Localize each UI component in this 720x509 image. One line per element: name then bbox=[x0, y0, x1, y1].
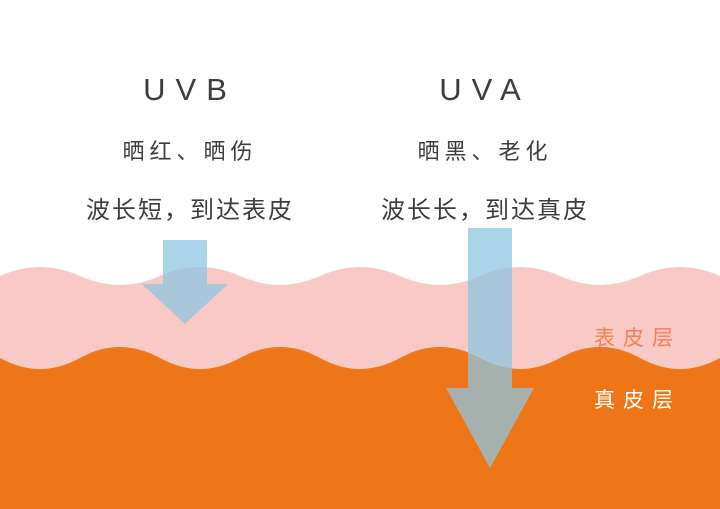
dermis-layer-shape bbox=[0, 347, 720, 509]
epidermis-label: 表皮层 bbox=[594, 327, 681, 350]
uva-column: UVA 晒黑、老化 波长长，到达真皮 bbox=[335, 72, 635, 225]
uvb-down-arrow-icon bbox=[142, 240, 228, 324]
uvb-title: UVB bbox=[143, 72, 237, 107]
uva-effects-text: 晒黑、老化 bbox=[417, 139, 553, 164]
uvb-wavelength-text: 波长短，到达表皮 bbox=[86, 197, 294, 224]
uva-wavelength-text: 波长长，到达真皮 bbox=[381, 197, 589, 224]
dermis-label: 真皮层 bbox=[594, 389, 681, 412]
uva-down-arrow-icon bbox=[446, 228, 534, 468]
uva-title: UVA bbox=[439, 72, 531, 107]
uvb-effects-text: 晒红、晒伤 bbox=[122, 139, 258, 164]
uvb-column: UVB 晒红、晒伤 波长短，到达表皮 bbox=[40, 72, 340, 225]
